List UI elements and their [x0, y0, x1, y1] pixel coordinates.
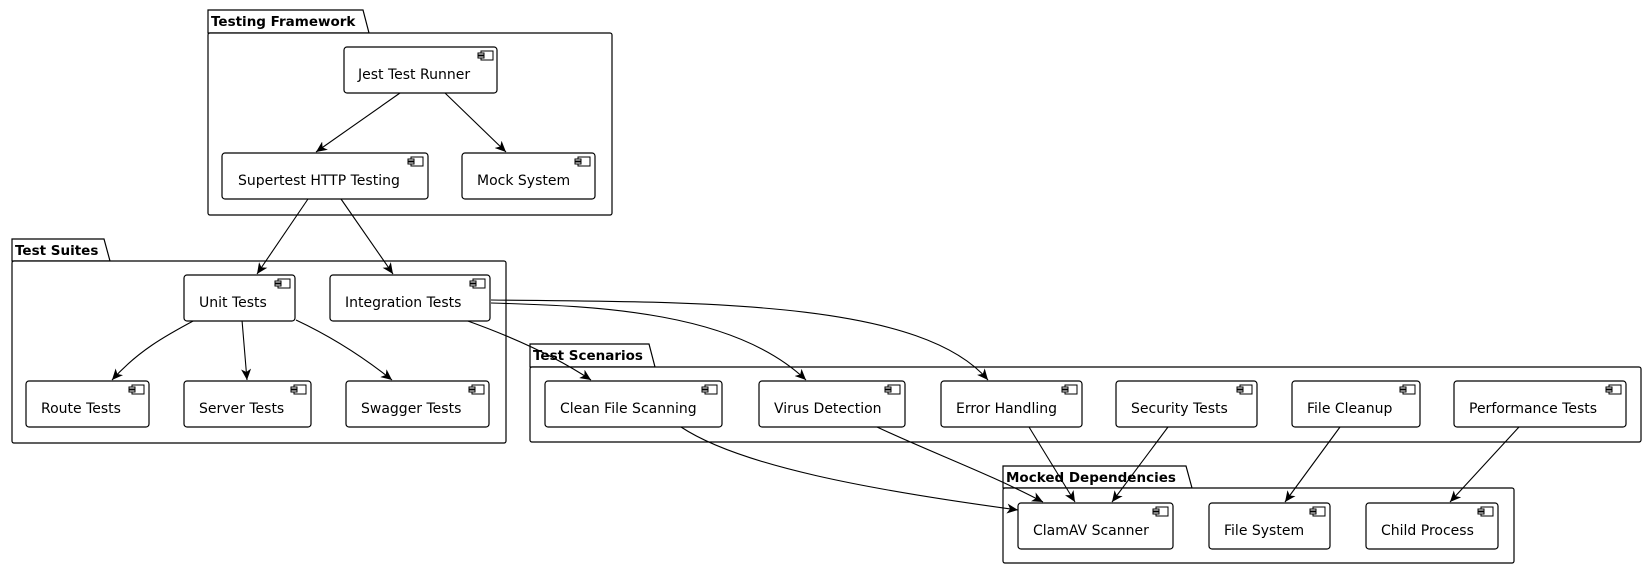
component-icon: [468, 386, 476, 390]
component-integration-tests: Integration Tests: [329, 274, 491, 322]
component-icon: [1605, 389, 1613, 393]
component-icon: [574, 161, 582, 165]
edge-jest-supertest: [315, 92, 401, 153]
component-icon: [477, 52, 485, 56]
edge-unit-tests-route-tests: [111, 319, 196, 381]
edge-supertest-unit-tests: [256, 198, 309, 275]
component-child-process: Child Process: [1365, 502, 1499, 550]
component-label: Virus Detection: [774, 401, 882, 417]
package-title: Mocked Dependencies: [1006, 470, 1176, 486]
component-icon: [1399, 389, 1407, 393]
component-icon: [128, 389, 136, 393]
component-icon: [1152, 511, 1160, 515]
edge-file-cleanup-file-system: [1284, 426, 1341, 503]
component-label: Route Tests: [41, 401, 121, 417]
component-icon: [469, 280, 477, 284]
component-icon: [290, 386, 298, 390]
component-jest-test-runner: Jest Test Runner: [343, 46, 498, 94]
component-label: Error Handling: [956, 401, 1057, 417]
edge-jest-mock-system: [444, 92, 507, 153]
component-label: Server Tests: [199, 401, 284, 417]
component-label: Clean File Scanning: [560, 401, 697, 417]
component-icon: [407, 161, 415, 165]
component-icon: [574, 158, 582, 162]
package-title: Test Suites: [15, 243, 98, 259]
component-label: Swagger Tests: [361, 401, 461, 417]
component-label: Supertest HTTP Testing: [238, 173, 400, 189]
edge-unit-tests-swagger-tests: [295, 319, 393, 381]
component-icon: [701, 386, 709, 390]
component-unit-tests: Unit Tests: [183, 274, 296, 322]
component-icon: [274, 283, 282, 287]
component-file-cleanup: File Cleanup: [1291, 380, 1421, 428]
component-error-handling: Error Handling: [940, 380, 1083, 428]
component-label: ClamAV Scanner: [1033, 523, 1149, 539]
component-icon: [1399, 386, 1407, 390]
package-title: Testing Framework: [211, 14, 356, 30]
component-label: Performance Tests: [1469, 401, 1597, 417]
component-file-system: File System: [1208, 502, 1331, 550]
edge-unit-tests-server-tests: [241, 319, 252, 381]
component-icon: [128, 386, 136, 390]
component-icon: [884, 386, 892, 390]
component-label: Mock System: [477, 173, 570, 189]
component-swagger-tests: Swagger Tests: [345, 380, 490, 428]
component-security-tests: Security Tests: [1115, 380, 1258, 428]
component-supertest-http-testing: Supertest HTTP Testing: [221, 152, 429, 200]
edge-performance-tests-child-process: [1449, 426, 1520, 503]
edge-supertest-integration-tests: [340, 198, 394, 275]
component-label: File System: [1224, 523, 1304, 539]
edge-virus-detection-clamav: [876, 426, 1044, 503]
edge-error-handling-clamav: [1028, 426, 1076, 503]
edge-integration-virus-detection: [490, 302, 807, 381]
component-icon: [407, 158, 415, 162]
edge-integration-error-handling: [490, 299, 989, 381]
component-icon: [1477, 511, 1485, 515]
edge-clean-file-scanning-clamav: [680, 426, 1019, 514]
component-label: Integration Tests: [345, 295, 461, 311]
component-icon: [1477, 508, 1485, 512]
component-virus-detection: Virus Detection: [758, 380, 906, 428]
component-icon: [1061, 386, 1069, 390]
component-label: Unit Tests: [199, 295, 267, 311]
edges: [111, 92, 1520, 514]
component-icon: [701, 389, 709, 393]
component-icon: [884, 389, 892, 393]
component-icon: [1605, 386, 1613, 390]
component-label: Security Tests: [1131, 401, 1228, 417]
component-label: Child Process: [1381, 523, 1474, 539]
component-performance-tests: Performance Tests: [1453, 380, 1627, 428]
component-label: File Cleanup: [1307, 401, 1392, 417]
component-mock-system: Mock System: [461, 152, 596, 200]
component-icon: [1152, 508, 1160, 512]
component-icon: [468, 389, 476, 393]
edge-security-tests-clamav: [1111, 426, 1169, 503]
component-icon: [1309, 508, 1317, 512]
component-icon: [1309, 511, 1317, 515]
component-route-tests: Route Tests: [25, 380, 150, 428]
component-label: Jest Test Runner: [357, 67, 470, 83]
component-icon: [469, 283, 477, 287]
component-icon: [1236, 386, 1244, 390]
component-icon: [477, 55, 485, 59]
component-icon: [1061, 389, 1069, 393]
component-icon: [1236, 389, 1244, 393]
component-clamav-scanner: ClamAV Scanner: [1017, 502, 1174, 550]
component-clean-file-scanning: Clean File Scanning: [544, 380, 723, 428]
package-title: Test Scenarios: [533, 348, 643, 364]
component-icon: [290, 389, 298, 393]
edge-integration-clean-file-scanning: [464, 319, 592, 381]
component-icon: [274, 280, 282, 284]
component-server-tests: Server Tests: [183, 380, 312, 428]
